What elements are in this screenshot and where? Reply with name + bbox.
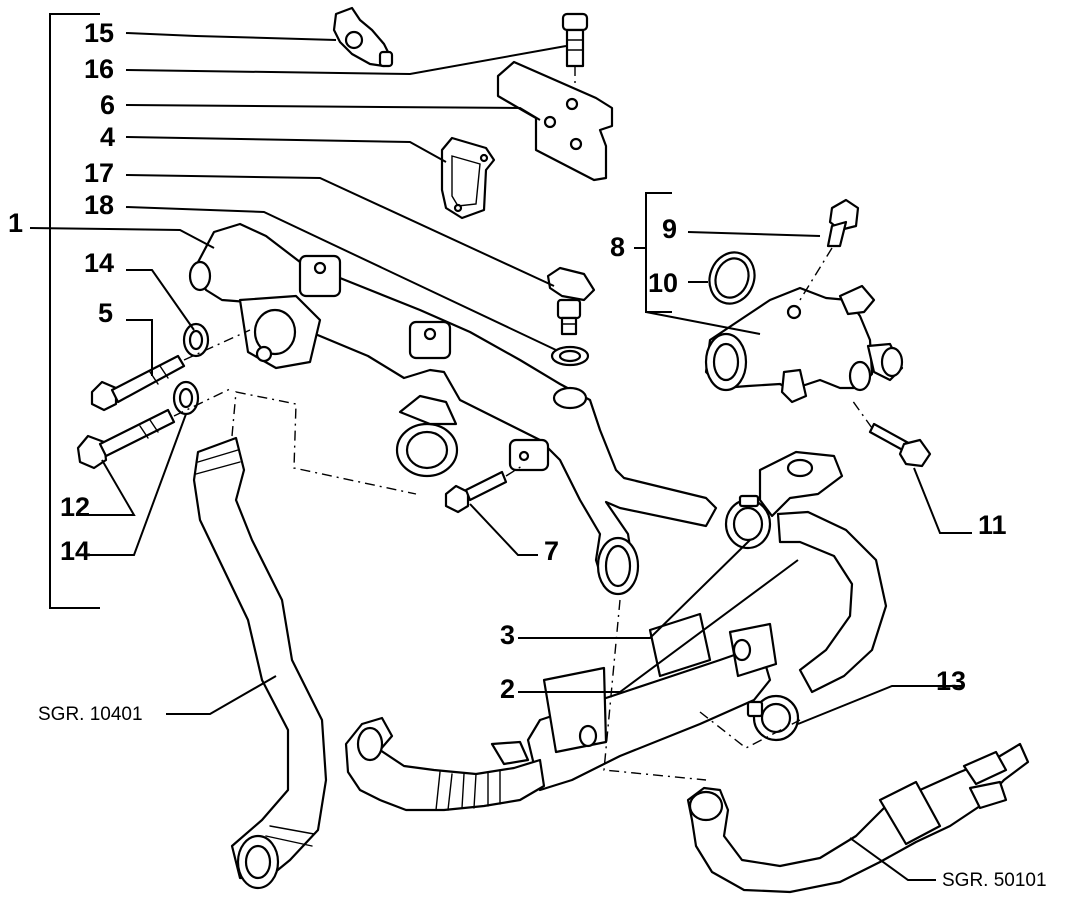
callout-12: 12	[60, 492, 90, 522]
callout-16: 16	[84, 54, 114, 84]
o-ring-part-10	[708, 251, 756, 305]
callout-6: 6	[100, 90, 115, 120]
hose-clamp-part-13	[746, 694, 800, 742]
bracket-part-6	[496, 60, 614, 182]
reference-left: SGR. 10401	[38, 704, 143, 725]
callout-15: 15	[84, 18, 114, 48]
egr-cooler-part-3	[526, 450, 844, 792]
callout-2: 2	[500, 674, 515, 704]
bleed-screw-part-17	[546, 266, 596, 336]
egr-pipe	[344, 716, 546, 812]
hose-left	[192, 391, 417, 890]
washer-part-14-lower	[172, 380, 200, 416]
callout-11: 11	[978, 510, 1007, 540]
sensor-part-15	[332, 6, 394, 68]
hose-lower-right	[686, 742, 1030, 894]
callout-14-lower: 14	[60, 536, 90, 566]
callout-7: 7	[544, 536, 559, 566]
callout-4: 4	[100, 122, 115, 152]
callout-10: 10	[648, 268, 678, 298]
callout-8: 8	[610, 232, 625, 262]
coolant-manifold-part-1	[188, 222, 718, 596]
leader-lines	[29, 32, 972, 881]
hose-upper-right	[776, 510, 888, 694]
bolt-part-12	[76, 408, 176, 470]
axis-line-bolt-5	[183, 329, 251, 361]
washer-part-18	[550, 345, 590, 367]
gasket-part-4	[440, 136, 496, 220]
axis-line-lower	[603, 599, 707, 781]
thermostat-housing-part-8	[704, 284, 904, 404]
callout-18: 18	[84, 190, 114, 220]
bolt-part-9	[799, 198, 860, 301]
bolt-part-7	[444, 465, 523, 514]
callout-13: 13	[936, 666, 966, 696]
callout-labels: 15 16 6 4 17 18 1 14 5 12 14 7 9 8 10 11…	[8, 18, 1007, 704]
bolt-part-11	[851, 399, 932, 468]
callout-9: 9	[662, 214, 677, 244]
callout-5: 5	[98, 298, 113, 328]
callout-14-upper: 14	[84, 248, 114, 278]
axis-line-bolt-12	[173, 387, 233, 417]
group-bracket-1	[49, 13, 100, 609]
callout-17: 17	[84, 158, 114, 188]
callout-1: 1	[8, 208, 23, 238]
bolt-part-16	[561, 12, 589, 100]
washer-part-14-upper	[182, 322, 210, 358]
reference-right: SGR. 50101	[942, 870, 1047, 891]
bolt-part-5	[90, 354, 186, 412]
group-bracket-8	[645, 192, 672, 313]
hose-clamp-upper	[724, 494, 772, 550]
reference-labels: SGR. 10401 SGR. 50101	[38, 704, 1047, 891]
callout-3: 3	[500, 620, 515, 650]
